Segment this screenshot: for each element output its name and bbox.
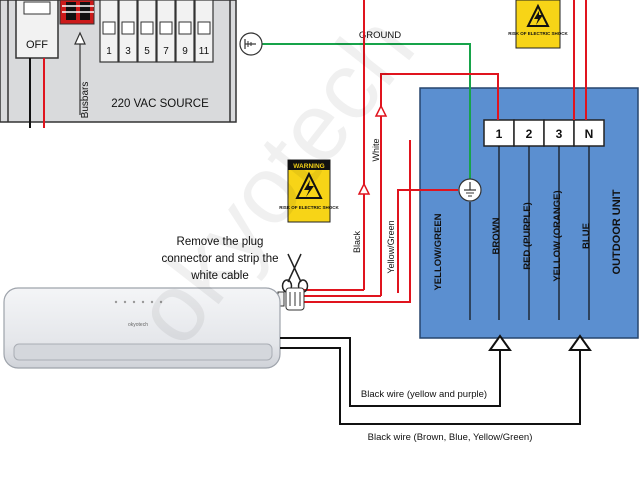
breaker-11[interactable]: 11 — [194, 0, 214, 63]
black-wire-label: Black — [352, 231, 362, 254]
breaker-number: 11 — [199, 46, 210, 57]
indicator-dot — [150, 300, 154, 304]
main-switch[interactable]: OFF — [15, 0, 59, 59]
terminal-wires — [469, 146, 590, 320]
terminal-label: 2 — [526, 127, 533, 141]
breaker-number: 7 — [163, 46, 169, 57]
instruction-line-1: Remove the plug — [177, 236, 264, 248]
breaker-3[interactable]: 3 — [118, 0, 138, 63]
terminal-wire-brown: BROWN — [491, 217, 502, 254]
black-cables: Black wire (yellow and purple) Black wir… — [280, 334, 592, 443]
outdoor-unit-title: OUTDOOR UNIT — [611, 189, 623, 274]
breaker-1[interactable]: 1 — [99, 0, 119, 63]
terminal-wire-yellow: YELLOW (ORANGE) — [552, 190, 563, 281]
source-label: 220 VAC SOURCE — [111, 98, 209, 110]
supply-wires: White Black Yellow/Green — [300, 0, 587, 303]
busbars-label: Busbars — [80, 82, 91, 119]
indicator-dot — [123, 300, 127, 304]
scissors-icon — [281, 253, 309, 293]
ground-wire: GROUND — [239, 30, 471, 180]
ground-label: GROUND — [359, 30, 401, 41]
terminal-wire-yellow-green: YELLOW/GREEN — [433, 213, 444, 290]
breaker-panel: OFF Busbars 1 3 5 7 9 11 220 VAC SOURCE — [0, 0, 237, 128]
indicator-dot — [159, 300, 163, 304]
warning-sign-middle: WARNING RISK OF ELECTRIC SHOCK — [279, 159, 339, 223]
terminal-1: 1 — [483, 119, 515, 147]
outdoor-unit: 1 2 3 N OUTDOOR UNIT YELLOW/GREEN BROWN RED… — [419, 87, 639, 339]
terminal-3: 3 — [543, 119, 575, 147]
terminal-wire-red: RED (PURPLE) — [522, 202, 533, 270]
terminal-label: 1 — [496, 127, 503, 141]
switch-label: OFF — [26, 39, 48, 51]
indicator-dot — [141, 300, 145, 304]
warning-middle-text: RISK OF ELECTRIC SHOCK — [279, 205, 339, 210]
breaker-5[interactable]: 5 — [137, 0, 157, 63]
warning-top-text: RISK OF ELECTRIC SHOCK — [508, 31, 568, 36]
indicator-lights — [114, 300, 163, 304]
terminal-wire-blue: BLUE — [581, 223, 592, 249]
cable-label-lower: Black wire (Brown, Blue, Yellow/Green) — [368, 432, 533, 443]
white-wire-label: White — [371, 138, 381, 161]
instruction: Remove the plug connector and strip the … — [162, 236, 279, 282]
breaker-row: 1 3 5 7 9 11 — [99, 0, 214, 63]
warning-sign-top: RISK OF ELECTRIC SHOCK — [508, 0, 568, 49]
terminal-label: N — [585, 127, 594, 141]
terminal-N: N — [573, 119, 605, 147]
plug-connector — [277, 287, 305, 311]
indoor-unit-brand: okyotech — [128, 322, 148, 328]
indicator-dot — [132, 300, 136, 304]
instruction-line-3: white cable — [190, 270, 249, 282]
cable-label-upper: Black wire (yellow and purple) — [361, 389, 487, 400]
terminal-2: 2 — [513, 119, 545, 147]
busbar-block — [59, 0, 95, 25]
warning-middle-title: WARNING — [293, 163, 324, 170]
breaker-number: 1 — [106, 46, 112, 57]
indicator-dot — [114, 300, 118, 304]
breaker-number: 9 — [182, 46, 188, 57]
terminal-label: 3 — [556, 127, 563, 141]
indoor-unit: okyotech — [3, 287, 281, 369]
breaker-number: 3 — [125, 46, 131, 57]
breaker-7[interactable]: 7 — [156, 0, 176, 63]
instruction-line-2: connector and strip the — [162, 253, 279, 265]
yellow-green-wire-label: Yellow/Green — [386, 220, 396, 273]
ground-symbol — [458, 178, 482, 202]
breaker-9[interactable]: 9 — [175, 0, 195, 63]
terminal-block: 1 2 3 N — [483, 119, 605, 147]
breaker-number: 5 — [144, 46, 150, 57]
